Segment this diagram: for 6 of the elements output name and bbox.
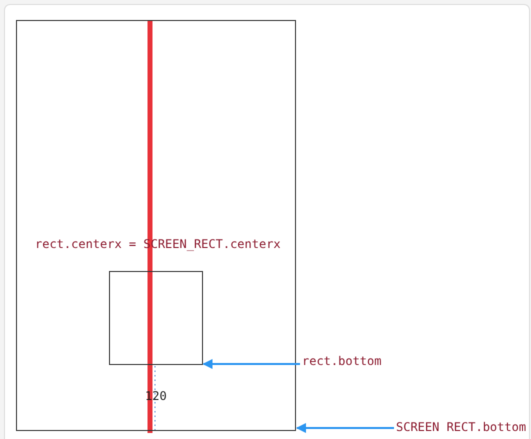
callout-label: SCREEN RECT.bottom — [396, 420, 526, 434]
callout-label: rect.bottom — [302, 354, 382, 368]
screen-rect — [16, 20, 296, 431]
rect-box — [108, 270, 202, 364]
leader-arrow — [296, 423, 394, 433]
leader-arrow — [202, 359, 300, 369]
